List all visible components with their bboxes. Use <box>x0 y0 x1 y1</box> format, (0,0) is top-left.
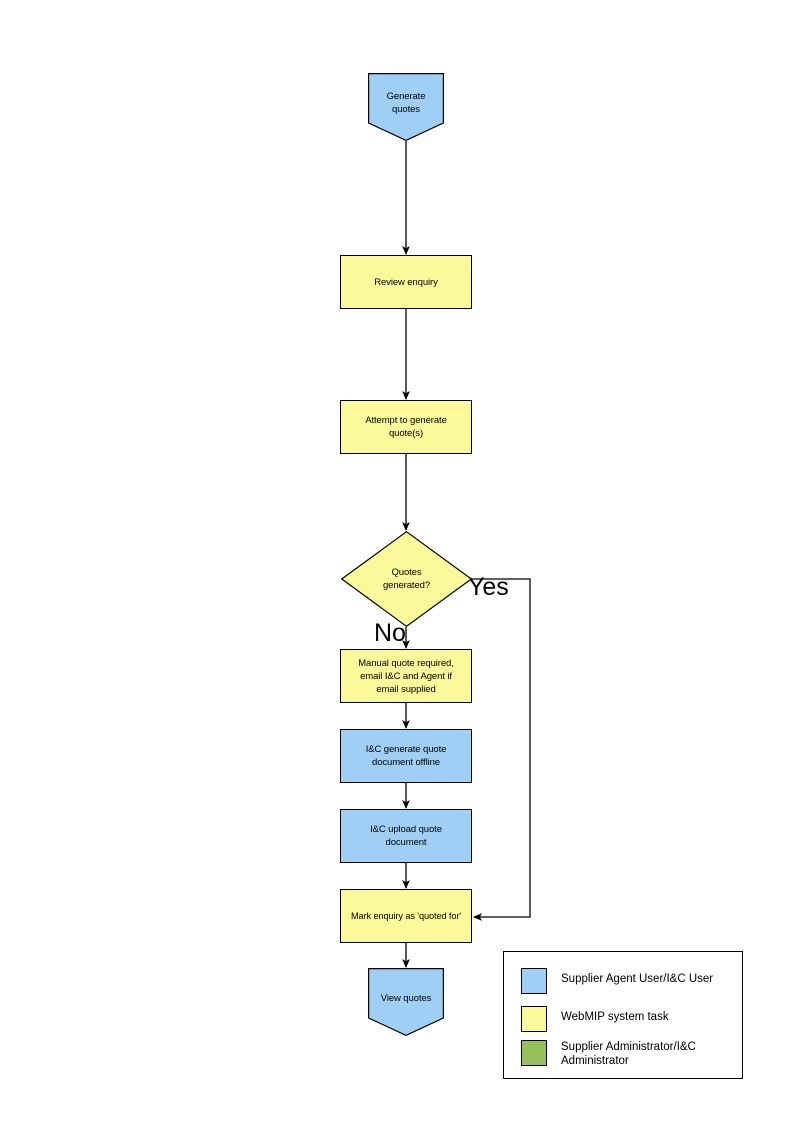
legend-label: WebMIP system task <box>561 1011 669 1023</box>
pentagon-shape <box>368 73 444 141</box>
legend-item-webmip-system-task: WebMIP system task <box>521 1006 669 1032</box>
edge-decision-yes-to-mark <box>472 578 531 921</box>
legend: Supplier Agent User/I&C User WebMIP syst… <box>503 951 743 1079</box>
node-attempt-generate-quotes[interactable]: Attempt to generate quote(s) <box>340 400 472 454</box>
node-label: Attempt to generate quote(s) <box>365 415 447 439</box>
edge-label-no: No <box>374 619 406 647</box>
legend-label: Supplier Administrator/I&C Administrator <box>561 1041 696 1067</box>
node-label: Mark enquiry as 'quoted for' <box>351 910 461 921</box>
legend-item-supplier-administrator: Supplier Administrator/I&C Administrator <box>521 1040 696 1068</box>
legend-swatch-yellow <box>521 1006 547 1032</box>
legend-swatch-green <box>521 1040 547 1066</box>
node-quotes-generated-decision[interactable]: Quotes generated? <box>341 531 472 627</box>
node-mark-enquiry-quoted-for[interactable]: Mark enquiry as 'quoted for' <box>340 889 472 943</box>
edge-label-yes: Yes <box>468 573 509 601</box>
node-view-quotes[interactable]: View quotes <box>368 968 444 1036</box>
node-label: View quotes <box>380 992 432 1004</box>
diamond-shape <box>341 531 472 627</box>
node-review-enquiry[interactable]: Review enquiry <box>340 255 472 309</box>
node-generate-quotes[interactable]: Generate quotes <box>368 73 444 141</box>
node-label: Review enquiry <box>374 276 438 288</box>
node-ic-generate-quote-document[interactable]: I&C generate quote document offline <box>340 729 472 783</box>
node-label: I&C upload quote document <box>370 824 442 848</box>
legend-swatch-blue <box>521 968 547 994</box>
pentagon-shape <box>368 968 444 1036</box>
legend-label: Supplier Agent User/I&C User <box>561 973 714 985</box>
legend-item-supplier-agent-user: Supplier Agent User/I&C User <box>521 968 713 994</box>
node-label: Quotes generated? <box>382 567 431 591</box>
node-label: Generate quotes <box>386 91 426 115</box>
node-label: Manual quote required, email I&C and Age… <box>358 657 454 695</box>
node-manual-quote-required[interactable]: Manual quote required, email I&C and Age… <box>340 649 472 703</box>
node-ic-upload-quote-document[interactable]: I&C upload quote document <box>340 809 472 863</box>
node-label: I&C generate quote document offline <box>365 744 447 768</box>
